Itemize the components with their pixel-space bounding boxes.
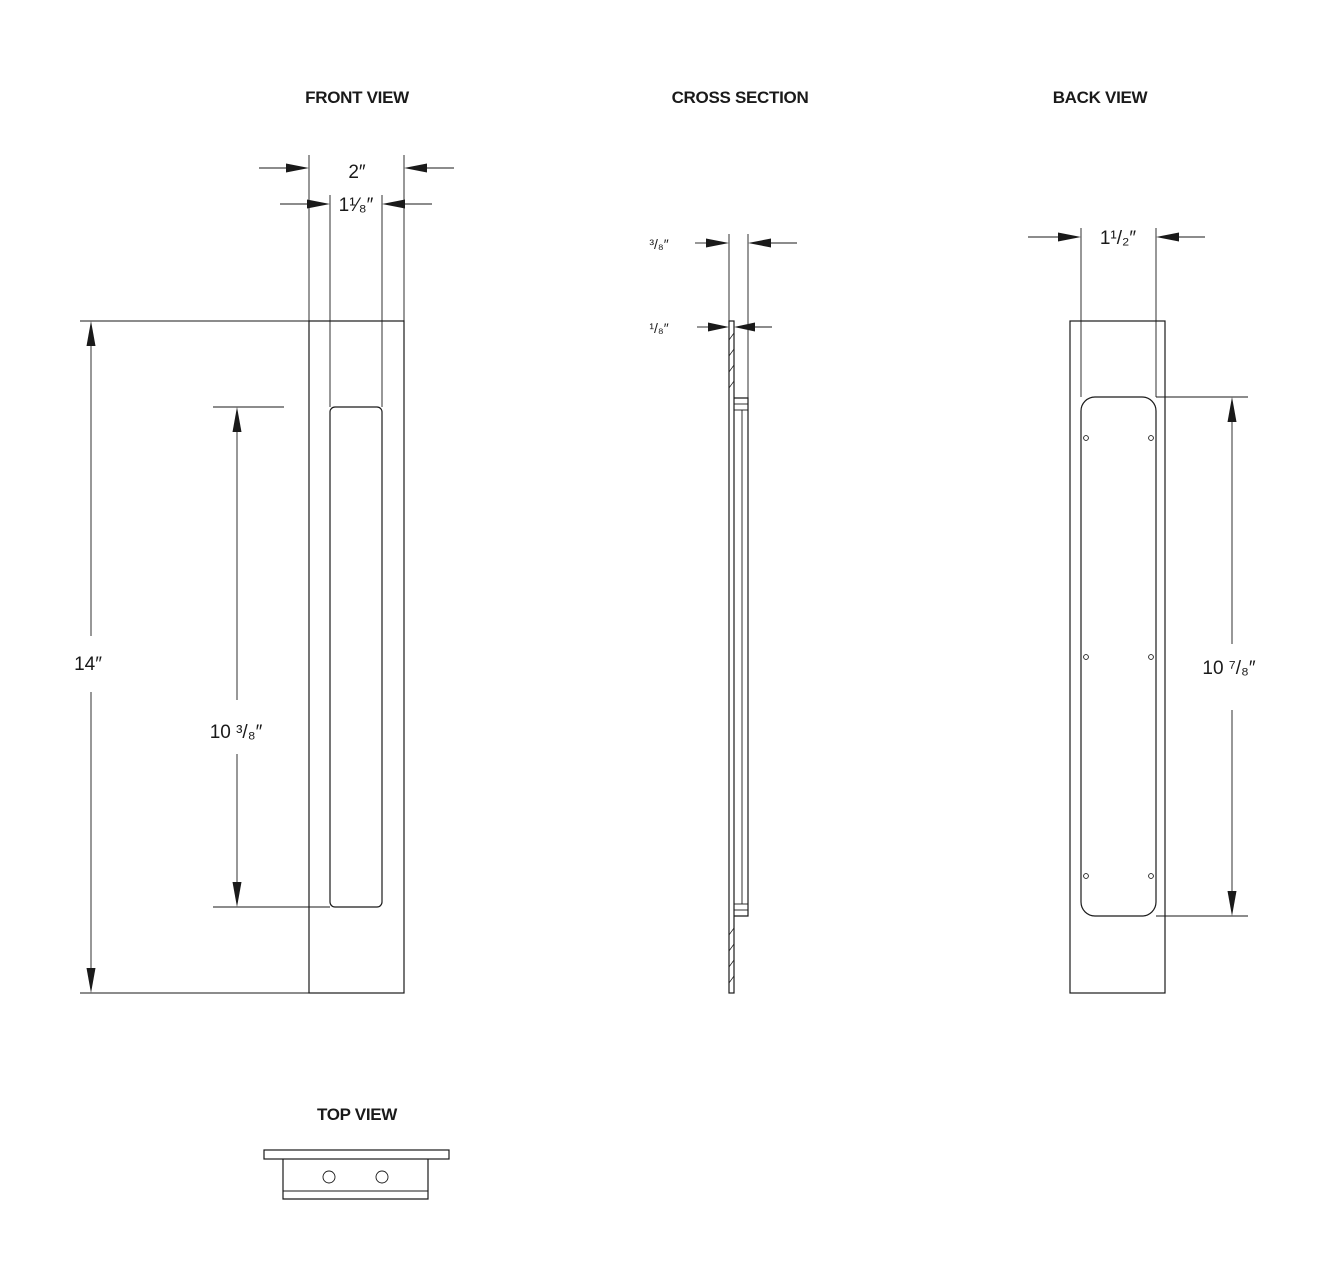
cross-plate: [728, 320, 735, 994]
top-plate-outline: [263, 1149, 450, 1160]
cross-plate-hatch-bottom: [728, 927, 735, 984]
top-view-title: TOP VIEW: [317, 1105, 398, 1124]
top-hole-right: [375, 1170, 389, 1184]
cross-section-view: ³/₈″ ¹/₈″: [649, 234, 797, 994]
front-recess-outline: [329, 406, 383, 908]
front-height-dimension: [80, 320, 309, 994]
cross-depth-label: ³/₈″: [649, 236, 668, 252]
back-width-dimension: [1028, 228, 1205, 397]
cross-plate-hatch-top: [728, 332, 735, 389]
front-view: 2″ 1¹⁄₈″ 14″ 1: [74, 155, 454, 994]
back-recess-height-label: 10 ⁷/₈″: [1202, 658, 1255, 679]
front-inner-width-dimension: [280, 195, 432, 407]
back-recess-height-dimension: [1156, 396, 1248, 917]
front-inner-width-label: 1¹⁄₈″: [339, 195, 374, 216]
cross-cup-profile: [734, 397, 749, 917]
back-view: 1¹/₂″ 10 ⁷/₈″: [1028, 228, 1256, 994]
top-hole-left: [322, 1170, 336, 1184]
front-plate-outline: [308, 320, 405, 994]
top-cup-outline: [282, 1159, 429, 1200]
back-width-label: 1¹/₂″: [1100, 228, 1137, 249]
front-width-label: 2″: [348, 162, 366, 183]
back-plate-outline: [1069, 320, 1166, 994]
cross-thickness-label: ¹/₈″: [649, 320, 668, 336]
front-width-dimension: [259, 155, 454, 321]
front-view-title: FRONT VIEW: [305, 88, 410, 107]
cross-thickness-dimension: [697, 322, 772, 332]
cross-depth-dimension: [695, 234, 797, 398]
top-view: [263, 1149, 450, 1200]
cross-section-title: CROSS SECTION: [672, 88, 809, 107]
front-height-label: 14″: [74, 654, 102, 675]
front-recess-height-dimension: [213, 406, 330, 908]
front-recess-height-label: 10 ³/₈″: [210, 722, 263, 743]
back-cup-outline: [1080, 396, 1157, 917]
back-screw-holes: [1083, 435, 1154, 879]
back-view-title: BACK VIEW: [1053, 88, 1149, 107]
